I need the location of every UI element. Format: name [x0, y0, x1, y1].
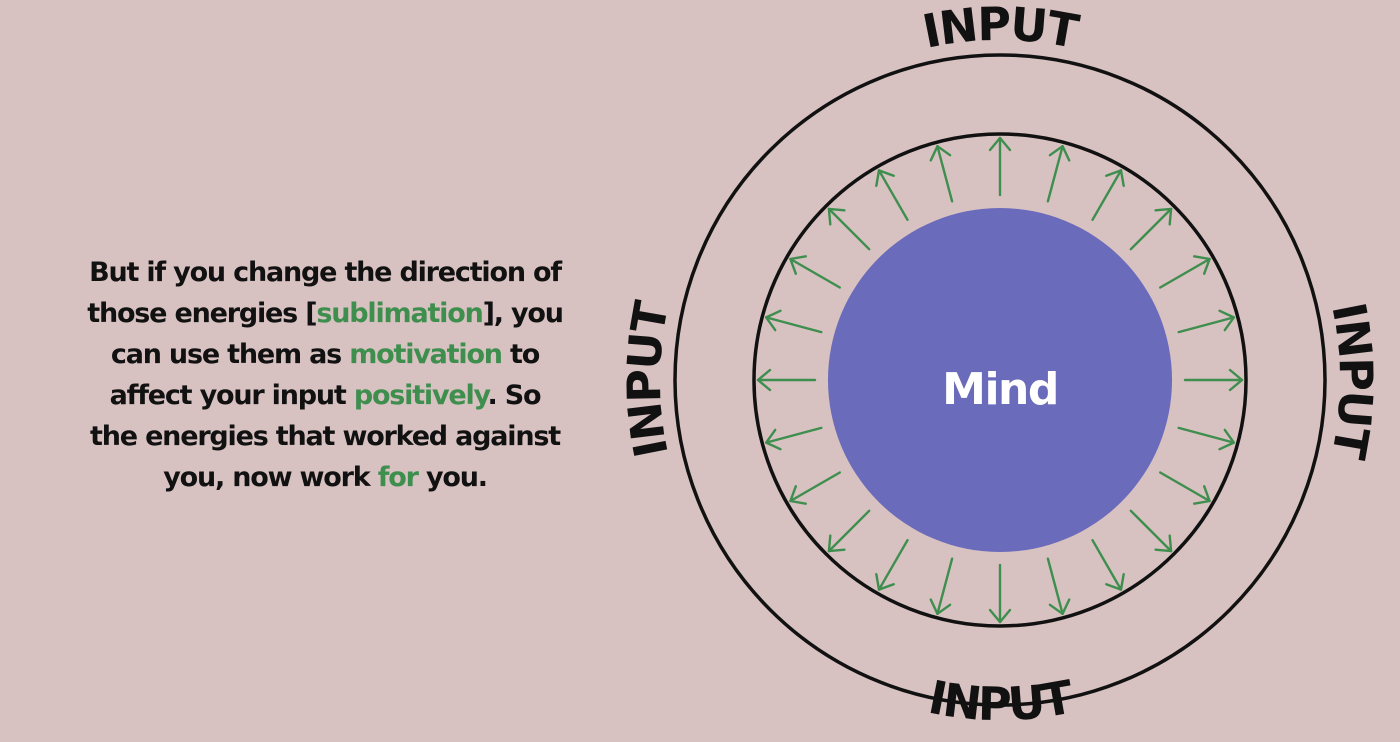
inner-ring [752, 132, 1248, 628]
input-label-left: INPUT [617, 296, 679, 461]
outward-arrow [1183, 368, 1244, 392]
highlight-word: sublimation [316, 298, 483, 329]
outward-arrow [827, 207, 871, 251]
caption-line: But if you change the direction of [60, 252, 590, 293]
outward-arrow [988, 136, 1012, 197]
outward-arrow [1158, 255, 1211, 289]
caption-segment: ], you [482, 298, 564, 329]
outward-arrow [929, 144, 954, 203]
caption-line: affect your input positively. So [60, 375, 590, 416]
outward-arrow [1129, 509, 1173, 553]
caption-segment: you. [417, 462, 488, 493]
outward-arrow [1129, 207, 1173, 251]
caption-segment: the energies that worked against [90, 421, 561, 452]
highlight-word: positively [353, 380, 489, 411]
arrow-group [756, 136, 1244, 624]
caption-line: the energies that worked against [60, 416, 590, 457]
outward-arrow [1177, 309, 1236, 334]
outward-arrow [789, 255, 841, 289]
outward-arrow [875, 539, 909, 591]
outward-arrow [827, 509, 871, 553]
outward-arrow [988, 563, 1012, 624]
caption-segment: you, now work [163, 462, 378, 493]
caption-segment: to [501, 339, 540, 370]
outward-arrow [875, 169, 909, 222]
input-label-right: INPUT [1321, 298, 1383, 463]
outward-arrow [1046, 557, 1071, 615]
caption-line: can use them as motivation to [60, 334, 590, 375]
outward-arrow [1177, 426, 1236, 451]
outward-arrow [1091, 169, 1125, 222]
caption-text: But if you change the direction of those … [60, 252, 590, 498]
caption-line: those energies [sublimation], you [60, 293, 590, 334]
outward-arrow [929, 557, 954, 615]
outward-arrow [789, 471, 841, 505]
mind-label: Mind [942, 364, 1058, 415]
caption-line: you, now work for you. [60, 457, 590, 498]
caption-segment: affect your input [109, 380, 354, 411]
outward-arrow [765, 426, 823, 451]
outer-ring [673, 53, 1327, 707]
highlight-word: for [377, 462, 419, 493]
outward-arrow [1046, 144, 1071, 203]
outward-arrow [765, 309, 823, 334]
outward-arrow [1091, 539, 1125, 591]
caption-segment: those energies [ [87, 298, 317, 329]
highlight-word: motivation [349, 339, 503, 370]
outward-arrow [756, 368, 817, 392]
input-label-bottom: INPUT [924, 669, 1078, 731]
caption-segment: . So [487, 380, 541, 411]
input-label-top: INPUT [918, 0, 1083, 59]
mind-circle [828, 208, 1172, 552]
caption-segment: can use them as [110, 339, 350, 370]
outward-arrow [1158, 471, 1211, 505]
caption-segment: But if you change the direction of [89, 257, 562, 288]
